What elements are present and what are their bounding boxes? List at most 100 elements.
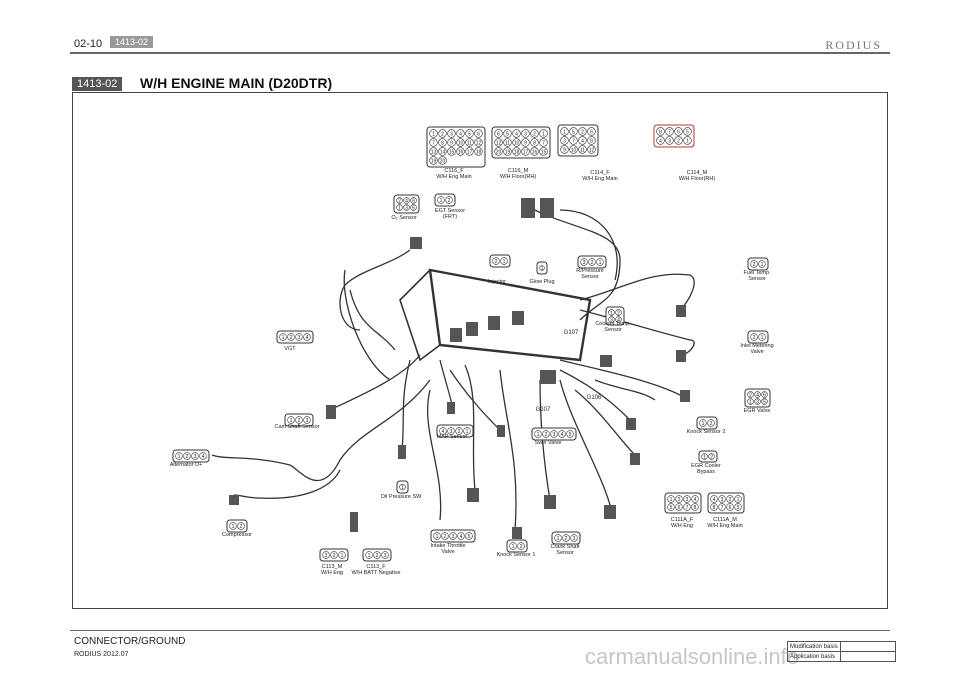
connector-body [276,330,314,344]
connector-pin [437,196,445,204]
pin-number: 1 [737,497,740,503]
pin-number: 7 [686,505,689,511]
brand-logo: RODIUS [825,38,882,52]
connector-pin [560,145,569,154]
connector-pin [570,534,578,542]
pin-number: 2 [710,455,713,461]
connector-pin [429,156,438,165]
pin-number: 12 [476,141,482,147]
connector-label: C116_F [444,168,464,174]
connector-pin [330,551,338,559]
pin-number: 2 [398,199,401,205]
connector-pin [512,129,521,138]
pin-number: 8 [659,130,662,136]
connector-label: C111A_F [671,517,694,523]
connector-pin [503,138,512,147]
pin-number: 8 [533,141,536,147]
footer-divider [70,630,890,631]
connector-pin [750,333,758,341]
connector-pin [569,145,578,154]
connector-pin [656,136,665,145]
connector-pin [474,138,483,147]
connector-pin [562,534,570,542]
connector-pin [474,147,483,156]
pin-number: 14 [440,150,446,156]
connector-pin [494,129,503,138]
pin-number: 3 [325,553,328,559]
connector-pin [455,427,463,435]
pin-number: 2 [677,139,680,145]
connector-pin [718,495,726,503]
connector-pin [429,147,438,156]
connector-pin [701,453,708,460]
connector-pin [534,430,542,438]
connector-pin [710,495,718,503]
connector-pin [675,503,683,511]
pin-number: 4 [561,432,564,438]
connector-pin [465,147,474,156]
connector-label: C114_F [590,170,610,176]
pin-number: 6 [412,199,415,205]
connector-pin [580,258,588,266]
connector-pin [287,416,295,424]
connector-pin [237,522,245,530]
pin-number: 20 [496,150,502,156]
pin-number: 9 [450,141,453,147]
pin-number: 1 [512,544,515,550]
connector-pin [578,136,587,145]
connector-pin [438,147,447,156]
pin-number: 6 [477,132,480,138]
connector-pin [707,419,715,427]
pin-number: 3 [384,553,387,559]
connector-pin [381,551,389,559]
pin-number: 1 [670,497,673,503]
pin-number: 1 [290,418,293,424]
section-code: 1413-02 [72,77,123,91]
pin-number: 4 [460,534,463,540]
connector-label: C113_M [322,564,343,570]
connector-pin [674,127,683,136]
connector-label: O₂ Sensor [391,215,417,221]
pin-number: 3 [668,139,671,145]
connector-pin [447,147,456,156]
pin-number: 5 [569,432,572,438]
pin-number: 3 [450,429,453,435]
connector-pin [445,196,453,204]
connector-pin [396,204,403,211]
connector-pin [587,136,596,145]
connector-label: Injector [488,279,506,285]
connector-label: EGT Sensor [435,208,465,214]
connector-label: C113_F [366,564,386,570]
pin-number: 11 [505,141,510,147]
connector-pin [596,258,604,266]
pin-number: 3 [563,139,566,145]
connector-pin [758,260,766,268]
connector-sublabel: Valve [750,349,763,355]
connector-pin [463,427,471,435]
connector-pin [287,333,295,341]
pin-number: 5 [506,132,509,138]
connector-pin [554,534,562,542]
connector-pin [588,258,596,266]
pin-number: 2 [444,534,447,540]
connector-pin [542,430,550,438]
pin-number: 1 [436,534,439,540]
pin-number: 2 [710,421,713,427]
pin-number: 1 [398,206,401,212]
pin-number: 1 [440,198,443,204]
connector-sublabel: W/H Eng [671,523,693,529]
pin-number: 1 [702,421,705,427]
connector-label: Crank Shaft [550,544,580,550]
connector-label: C111A_M [713,517,737,523]
connector-pin [747,398,754,405]
connector-pin [456,138,465,147]
connector-sublabel: W/H Eng Main [436,174,471,180]
pin-number: 2 [729,497,732,503]
